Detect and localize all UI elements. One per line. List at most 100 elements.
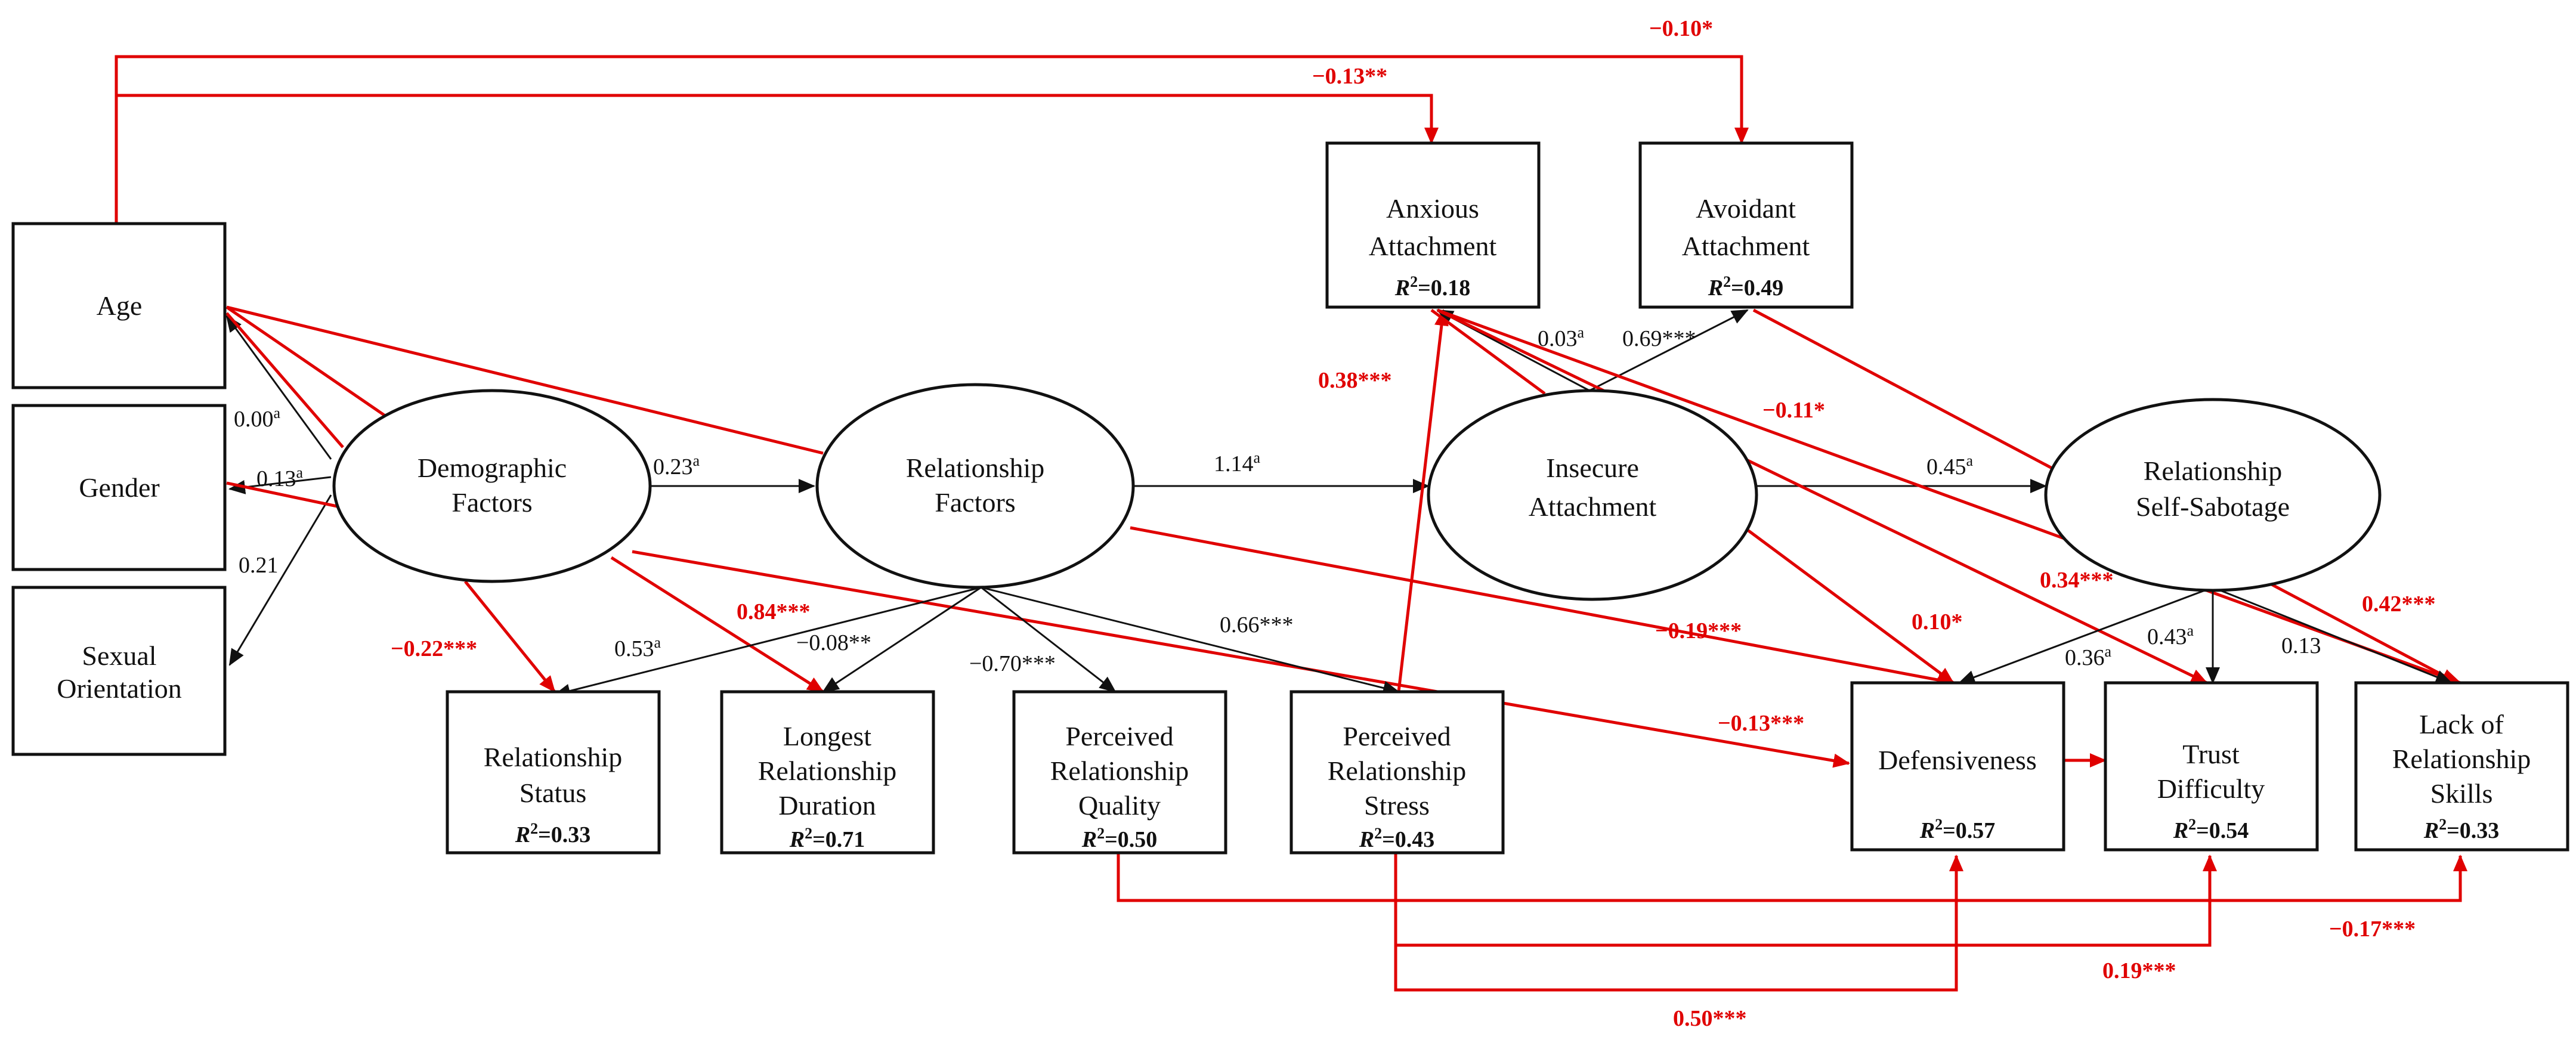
coef-age-anxious: −0.13** — [1312, 64, 1387, 89]
node-longest-line3: Duration — [778, 790, 876, 821]
node-status-line1: Relationship — [484, 742, 623, 772]
coef-anx-loading: 0.03a — [1538, 324, 1585, 351]
edge-relf-defens — [1130, 526, 1955, 687]
coef-relf-insec: 1.14a — [1214, 449, 1261, 476]
coef-stress-anxious: 0.38*** — [1318, 368, 1392, 393]
edge-demo-gender-red — [226, 481, 341, 509]
node-lack-of-skills — [2354, 681, 2569, 852]
edge-age-avoidant — [115, 55, 1749, 224]
node-insec-line1: Insecure — [1546, 453, 1639, 483]
coef-insec-defens: 0.10* — [1912, 609, 1963, 635]
edge-relf-stress — [981, 586, 1400, 695]
node-avoidant-attachment — [1638, 141, 1854, 309]
nodes: Age Gender Sexual Orientation Demographi… — [11, 141, 2569, 855]
node-defens-line1: Defensiveness — [1878, 745, 2037, 775]
node-skills-r2: R2=0.33 — [2423, 816, 2500, 843]
coef-demo-defens: −0.13*** — [1718, 711, 1804, 736]
node-demographic-factors — [332, 389, 652, 583]
coef-quality-loading: −0.70*** — [969, 651, 1056, 676]
coef-defens-loading: 0.36a — [2065, 643, 2112, 670]
node-perceived-quality — [1012, 690, 1227, 855]
node-stress-line2: Relationship — [1328, 756, 1467, 786]
node-demo-line2: Factors — [452, 487, 532, 518]
node-avo-line2: Attachment — [1682, 231, 1810, 261]
edge-stress-anxious — [1397, 309, 1449, 692]
edge-relf-quality — [981, 586, 1117, 693]
node-avo-line1: Avoidant — [1696, 193, 1796, 224]
node-perceived-stress — [1289, 690, 1505, 855]
coef-anx-skills: −0.11* — [1762, 398, 1825, 423]
edge-demo-longest — [610, 556, 824, 694]
edge-stress-defens — [1394, 853, 1963, 992]
coef-insec-rss: 0.45a — [1926, 452, 1974, 479]
edge-demo-status — [464, 580, 556, 693]
coef-demo-status: −0.22*** — [391, 636, 477, 661]
edge-age-anxious — [116, 94, 1439, 144]
node-quality-line1: Perceived — [1065, 721, 1173, 751]
edge-demo-defens — [632, 550, 1850, 768]
edge-anxious-trust — [1436, 308, 2208, 685]
coef-loading-sexual: 0.21 — [239, 553, 279, 578]
node-trust-line2: Difficulty — [2157, 773, 2265, 804]
edge-age-demo-red-1 — [225, 305, 389, 419]
edge-demo-age — [225, 315, 332, 460]
edge-rss-skills — [2212, 586, 2453, 684]
edges — [115, 55, 2467, 992]
coef-loading-gender: 0.13a — [256, 464, 304, 491]
node-status-r2: R2=0.33 — [515, 820, 591, 847]
node-sexual-line2: Orientation — [57, 673, 182, 704]
node-stress-r2: R2=0.43 — [1359, 825, 1435, 852]
coef-avo-skills: 0.42*** — [2362, 592, 2436, 617]
node-defens-r2: R2=0.57 — [1919, 816, 1996, 843]
node-longest-duration — [720, 690, 935, 855]
node-relationship-self-sabotage — [2044, 398, 2382, 592]
node-trust-difficulty — [2104, 681, 2319, 852]
node-anx-line1: Anxious — [1386, 193, 1479, 224]
coef-stress-trust: 0.19*** — [2102, 958, 2176, 983]
node-avo-r2: R2=0.49 — [1708, 273, 1784, 301]
coef-stress-loading: 0.66*** — [1220, 612, 1294, 637]
coef-longest-loading: −0.08** — [796, 630, 871, 655]
coef-quality-skills: −0.17*** — [2329, 917, 2416, 942]
node-rss-line2: Self-Sabotage — [2136, 491, 2290, 522]
coef-demo-relf: 0.23a — [653, 452, 700, 479]
node-longest-line1: Longest — [783, 721, 871, 751]
node-sexual-orientation — [11, 586, 227, 756]
coef-loading-age: 0.00a — [234, 404, 281, 432]
node-demo-line1: Demographic — [418, 453, 567, 483]
node-relf-line2: Factors — [935, 487, 1015, 518]
node-relationship-factors — [815, 383, 1135, 589]
coef-demo-stress: 0.84*** — [737, 599, 811, 624]
node-trust-r2: R2=0.54 — [2173, 816, 2249, 843]
edge-age-relf-red — [226, 305, 824, 455]
node-skills-line1: Lack of — [2419, 709, 2504, 739]
node-insec-line2: Attachment — [1529, 491, 1657, 522]
coef-relf-defens: −0.19*** — [1655, 618, 1742, 643]
coef-age-avoidant: −0.10* — [1649, 16, 1713, 41]
node-defensiveness — [1850, 681, 2065, 852]
coef-stress-defens: 0.50*** — [1673, 1006, 1747, 1031]
node-gender-label: Gender — [79, 472, 159, 503]
node-trust-line1: Trust — [2182, 739, 2240, 769]
node-quality-line2: Relationship — [1050, 756, 1189, 786]
node-relf-line1: Relationship — [906, 453, 1045, 483]
node-quality-r2: R2=0.50 — [1081, 825, 1158, 852]
edge-demo-sexual — [228, 494, 332, 666]
node-status-line2: Status — [519, 778, 586, 808]
coefficients: −0.10* −0.13** 0.00a 0.13a 0.21 0.23a −0… — [234, 16, 2436, 1031]
node-anx-line2: Attachment — [1369, 231, 1497, 261]
coef-status-loading: 0.53a — [614, 634, 661, 661]
node-quality-line3: Quality — [1078, 790, 1161, 821]
edge-quality-skills — [1117, 853, 2467, 902]
edge-age-demo-red-2 — [225, 312, 344, 448]
node-stress-line1: Perceived — [1343, 721, 1451, 751]
edge-insec-avoidant — [1589, 309, 1749, 392]
edge-relf-longest — [822, 586, 982, 693]
edge-insec-defens — [1743, 526, 1955, 685]
node-longest-line2: Relationship — [758, 756, 897, 786]
node-skills-line3: Skills — [2430, 778, 2493, 809]
edge-relf-status — [553, 586, 982, 698]
node-stress-line3: Stress — [1364, 790, 1430, 821]
node-skills-line2: Relationship — [2392, 744, 2531, 774]
